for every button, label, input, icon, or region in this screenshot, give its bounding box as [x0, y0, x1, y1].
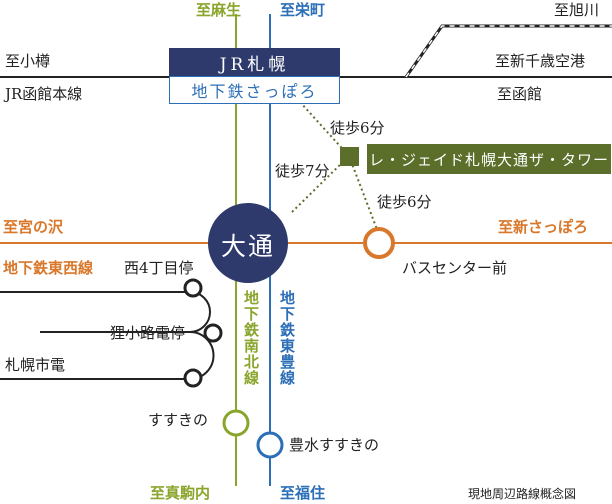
walk-label-to-odori: 徒歩7分	[275, 162, 330, 180]
odori-station-circle	[208, 203, 288, 283]
map-caption: 現地周辺路線概念図	[468, 487, 577, 501]
property-name: レ・ジェイド札幌大通ザ・タワー	[367, 144, 611, 174]
station-susukino: すすきの	[148, 411, 209, 429]
direction-otaru: 至小樽	[5, 52, 51, 70]
line-label-jr-hakodate: JR函館本線	[5, 85, 83, 103]
line-label-tozai: 地下鉄東西線	[3, 259, 94, 277]
direction-miyanosawa: 至宮の沢	[3, 218, 64, 236]
station-subway-sapporo: 地下鉄さっぽろ	[169, 76, 340, 104]
direction-hakodate: 至函館	[497, 85, 543, 103]
direction-asahikawa: 至旭川	[554, 1, 600, 19]
jr-hakodate-line	[0, 24, 612, 78]
station-marker-nishi4	[183, 278, 203, 298]
walk-label-to-bus-center: 徒歩6分	[377, 193, 432, 211]
station-marker-bus-center	[363, 227, 395, 259]
direction-asabu: 至麻生	[196, 1, 242, 19]
station-marker-susukino	[222, 409, 250, 437]
direction-makomanai: 至真駒内	[150, 484, 211, 502]
station-odori: 大通	[220, 232, 275, 261]
walk-label-to-sapporo: 徒歩6分	[330, 119, 385, 137]
station-jr-sapporo: JR札幌	[169, 48, 340, 76]
line-label-streetcar: 札幌市電	[5, 356, 66, 374]
station-bus-center: バスセンター前	[402, 259, 508, 277]
direction-shinchitose: 至新千歳空港	[495, 52, 586, 70]
station-marker-hosui-susukino	[256, 431, 284, 459]
station-hosui-susukino: 豊水すすきの	[289, 436, 380, 454]
station-nishi4: 西4丁目停	[124, 259, 194, 277]
direction-shinsapporo: 至新さっぽろ	[498, 218, 589, 236]
station-marker-tanukikoji	[203, 323, 223, 343]
station-tanukikoji: 狸小路電停	[110, 324, 186, 342]
property-marker	[340, 147, 359, 166]
line-label-nanboku: 地下鉄南北線	[242, 290, 260, 386]
direction-sakaemachi: 至栄町	[280, 1, 326, 19]
line-label-toho: 地下鉄東豊線	[278, 290, 296, 386]
station-marker-streetcar-south	[183, 368, 203, 388]
direction-fukuzumi: 至福住	[280, 484, 326, 502]
